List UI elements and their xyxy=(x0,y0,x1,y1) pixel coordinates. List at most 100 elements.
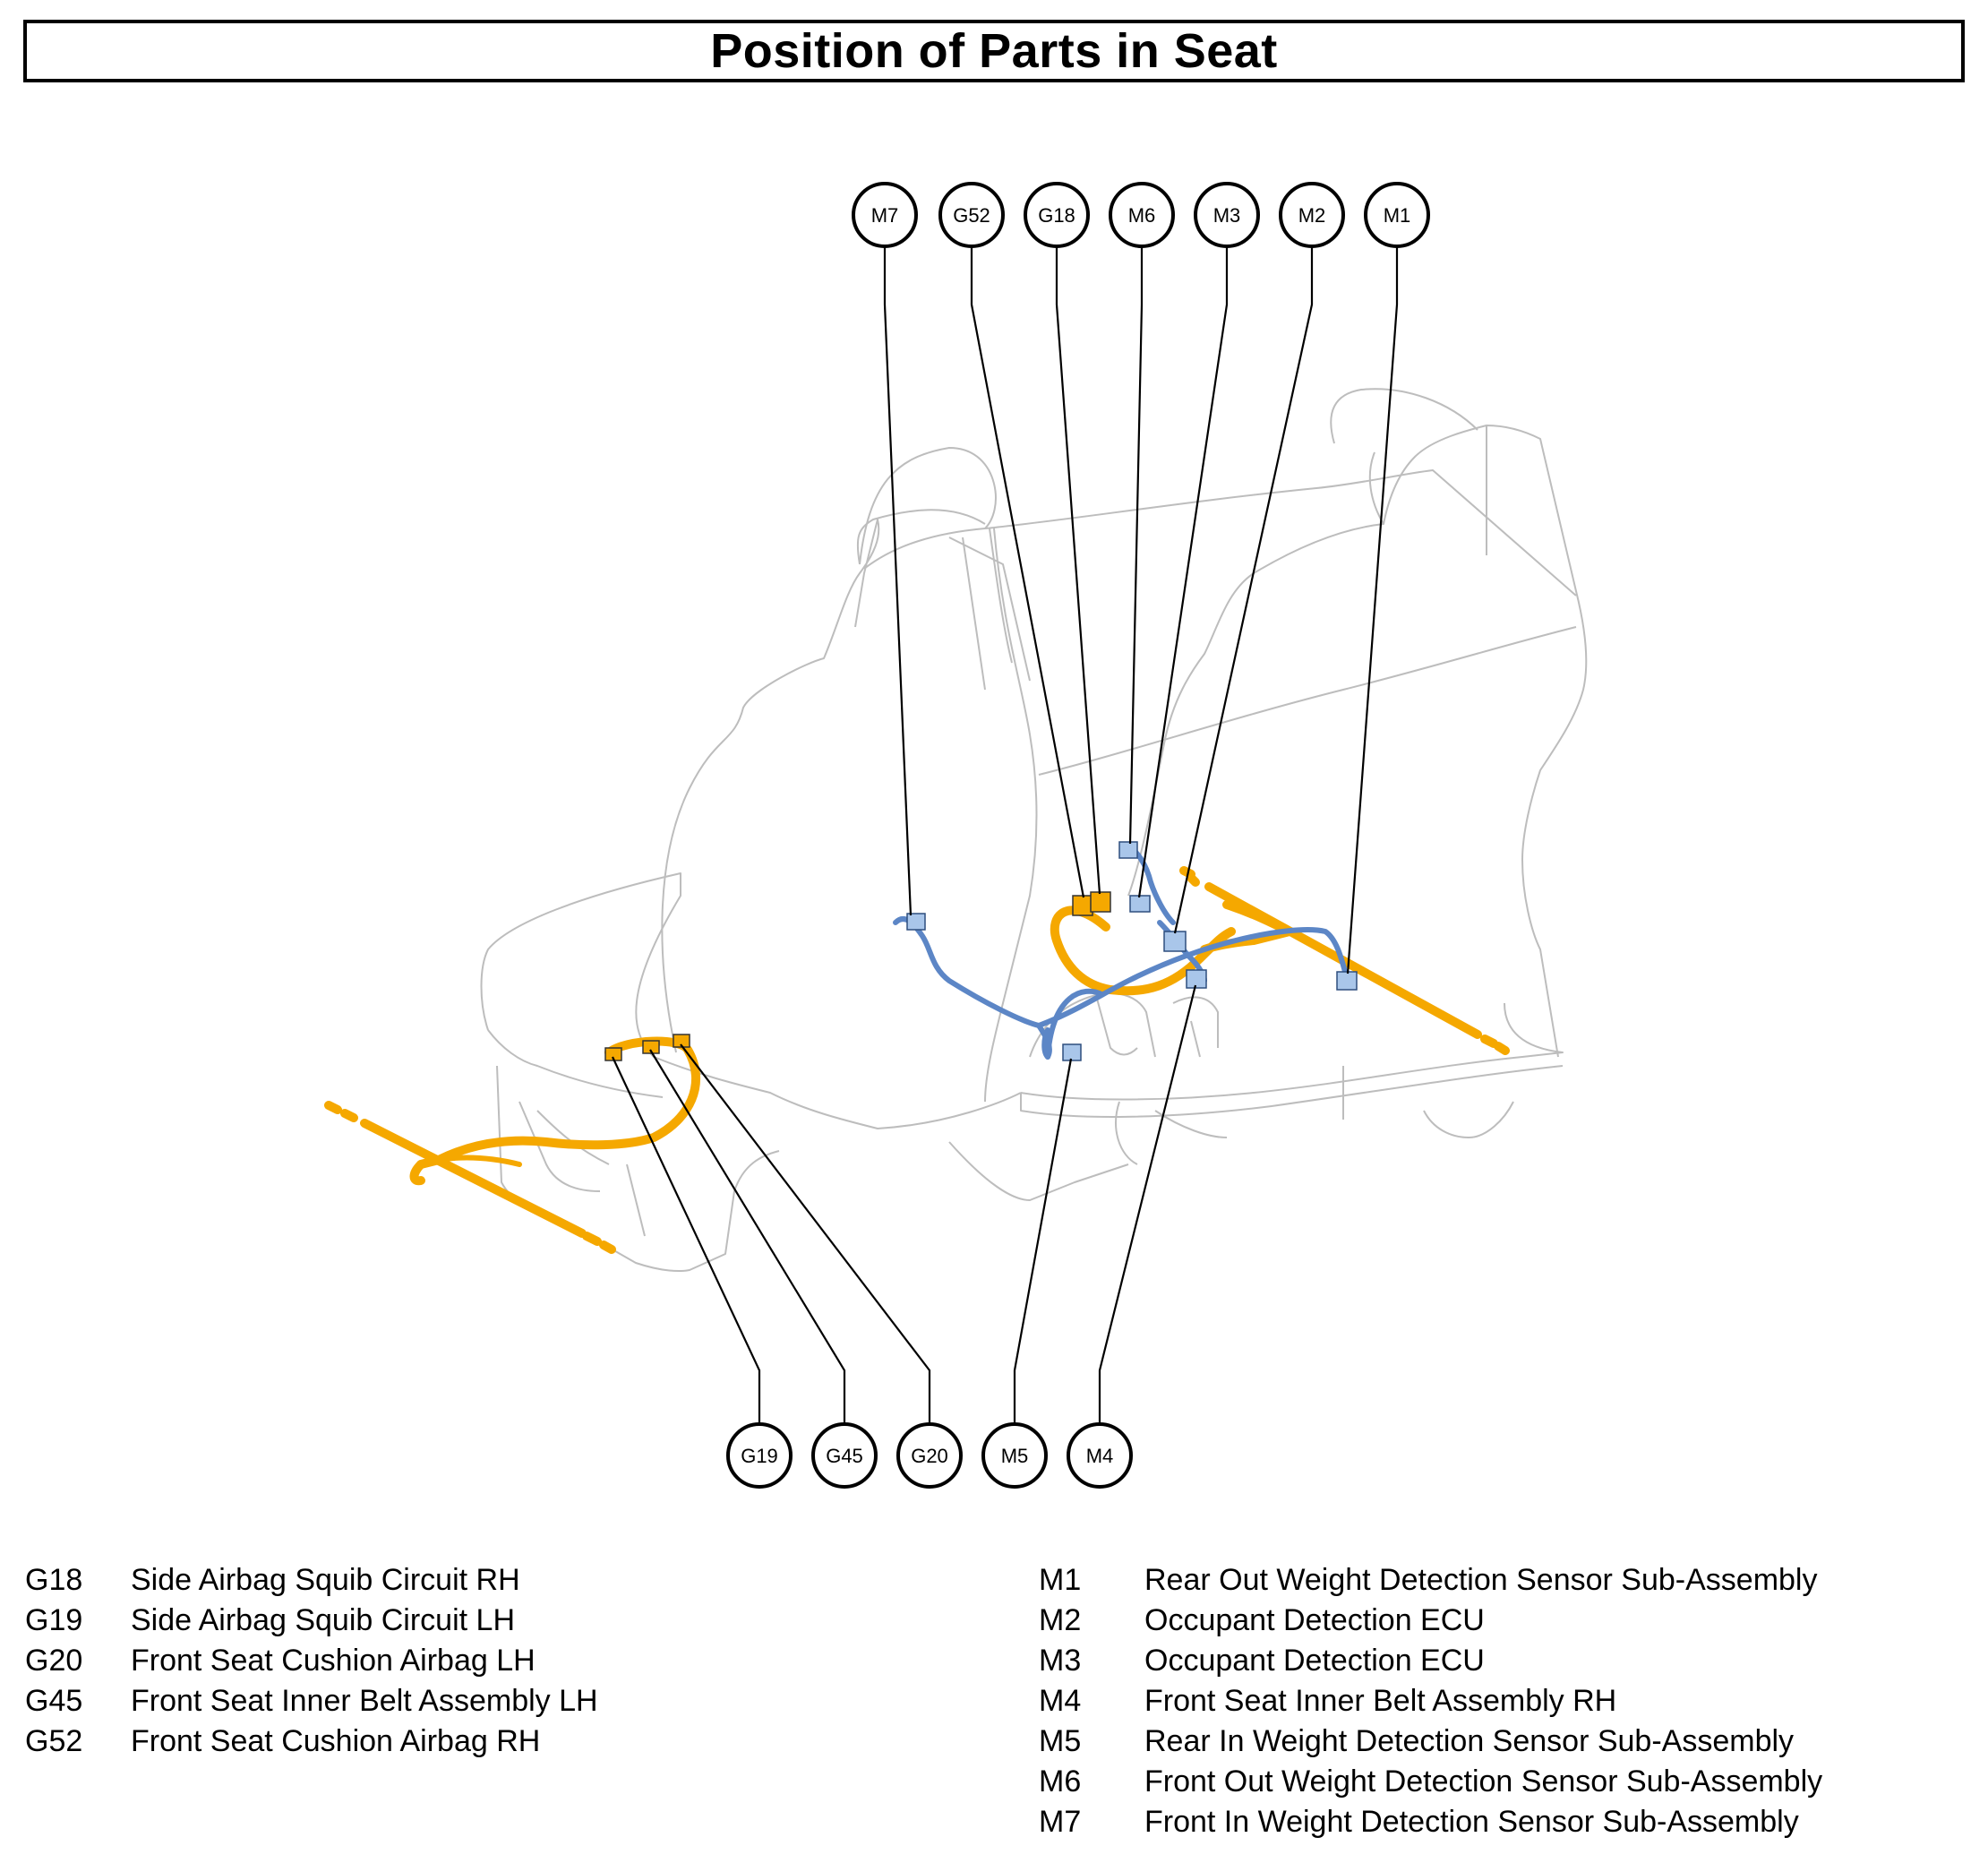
leader-g20 xyxy=(680,1043,931,1433)
legend-desc: Occupant Detection ECU xyxy=(1144,1644,1485,1678)
sensor-harness-main xyxy=(893,916,1350,1028)
legend-row: G52 Front Seat Cushion Airbag RH xyxy=(25,1721,598,1762)
seat-outlines xyxy=(480,388,1588,1272)
svg-text:M5: M5 xyxy=(1001,1445,1029,1467)
connector-m6 xyxy=(1118,841,1138,859)
callout-m4: M4 xyxy=(1067,1422,1133,1489)
legend-code: M5 xyxy=(1039,1724,1082,1758)
connector-m4 xyxy=(1186,969,1207,989)
svg-text:M7: M7 xyxy=(871,204,899,227)
callout-g45: G45 xyxy=(811,1422,878,1489)
svg-text:M4: M4 xyxy=(1086,1445,1114,1467)
svg-text:G19: G19 xyxy=(741,1445,778,1467)
legend-desc: Front Out Weight Detection Sensor Sub-As… xyxy=(1144,1764,1823,1799)
legend-desc: Front Seat Cushion Airbag RH xyxy=(131,1724,541,1758)
callout-m1: M1 xyxy=(1364,182,1430,248)
legend-row: G18 Side Airbag Squib Circuit RH xyxy=(25,1560,598,1601)
legend-code: G19 xyxy=(25,1603,83,1637)
legend-code: G45 xyxy=(25,1684,83,1718)
leader-m1 xyxy=(1346,235,1399,974)
connector-g18 xyxy=(1090,891,1111,913)
callout-m7: M7 xyxy=(852,182,918,248)
leader-g45 xyxy=(649,1049,846,1433)
callout-g20: G20 xyxy=(896,1422,963,1489)
svg-text:M1: M1 xyxy=(1384,204,1411,227)
legend-row: M2 Occupant Detection ECU xyxy=(1039,1601,1822,1641)
callout-g52: G52 xyxy=(938,182,1005,248)
left-seat-headrest xyxy=(856,509,1013,691)
leader-m5 xyxy=(1013,1058,1073,1433)
leader-g19 xyxy=(612,1056,761,1433)
center-area xyxy=(1029,992,1219,1058)
legend-row: M7 Front In Weight Detection Sensor Sub-… xyxy=(1039,1802,1822,1842)
legend-desc: Rear Out Weight Detection Sensor Sub-Ass… xyxy=(1144,1563,1818,1597)
leader-g18 xyxy=(1055,235,1101,895)
leader-m7 xyxy=(883,235,913,916)
connector-g52 xyxy=(1072,895,1093,916)
leader-m4 xyxy=(1098,984,1197,1433)
legend-code: M7 xyxy=(1039,1805,1082,1839)
leader-g52 xyxy=(970,235,1085,898)
legend-code: M1 xyxy=(1039,1563,1082,1597)
legend-row: M3 Occupant Detection ECU xyxy=(1039,1641,1822,1681)
legend-desc: Side Airbag Squib Circuit RH xyxy=(131,1563,520,1597)
connector-g45 xyxy=(642,1040,660,1054)
connector-m7 xyxy=(906,913,926,931)
connector-m3 xyxy=(1129,895,1151,913)
legend-code: G52 xyxy=(25,1724,83,1758)
leader-m6 xyxy=(1128,235,1144,845)
svg-text:G52: G52 xyxy=(953,204,990,227)
legend-left: G18 Side Airbag Squib Circuit RH G19 Sid… xyxy=(25,1560,598,1762)
harness-left-rail xyxy=(360,1119,587,1238)
connectors-blue xyxy=(906,841,1358,1061)
legend-desc: Front Seat Inner Belt Assembly RH xyxy=(1144,1684,1617,1718)
seat-diagram: M7 G52 G18 M6 M3 M2 M1 G19 xyxy=(324,182,1588,1489)
connector-m1 xyxy=(1336,971,1358,991)
legend-code: G18 xyxy=(25,1563,83,1597)
harness-right-rail xyxy=(1187,873,1482,1039)
leader-m3 xyxy=(1137,235,1229,898)
svg-text:G45: G45 xyxy=(826,1445,863,1467)
legend-code: M6 xyxy=(1039,1764,1082,1799)
svg-text:G18: G18 xyxy=(1038,204,1075,227)
callouts-top: M7 G52 G18 M6 M3 M2 M1 xyxy=(852,182,1430,248)
svg-text:M3: M3 xyxy=(1213,204,1241,227)
bench-base xyxy=(948,1066,1514,1201)
page-title: Position of Parts in Seat xyxy=(710,24,1278,78)
legend-code: M4 xyxy=(1039,1684,1082,1718)
bench-cushion xyxy=(1020,1002,1564,1118)
callout-m3: M3 xyxy=(1194,182,1260,248)
legend-desc: Front In Weight Detection Sensor Sub-Ass… xyxy=(1144,1805,1799,1839)
legend-code: G20 xyxy=(25,1644,83,1678)
legend-row: G45 Front Seat Inner Belt Assembly LH xyxy=(25,1681,598,1721)
right-seat-backrest xyxy=(1127,425,1588,1058)
bench-back xyxy=(984,469,1577,776)
legend-desc: Rear In Weight Detection Sensor Sub-Asse… xyxy=(1144,1724,1795,1758)
title-box: Position of Parts in Seat xyxy=(23,20,1965,82)
callout-m2: M2 xyxy=(1279,182,1345,248)
callout-m5: M5 xyxy=(981,1422,1048,1489)
legend-row: M5 Rear In Weight Detection Sensor Sub-A… xyxy=(1039,1721,1822,1762)
connector-m2 xyxy=(1163,931,1187,952)
leader-lines xyxy=(612,235,1399,1433)
left-seat-cushion xyxy=(480,872,1022,1129)
callout-m6: M6 xyxy=(1109,182,1175,248)
connectors-orange xyxy=(604,891,1111,1061)
callouts-bottom: G19 G45 G20 M5 M4 xyxy=(726,1422,1133,1489)
callout-g18: G18 xyxy=(1024,182,1090,248)
callout-g19: G19 xyxy=(726,1422,793,1489)
legend-code: M2 xyxy=(1039,1603,1082,1637)
sensor-harness xyxy=(893,844,1350,1060)
harness-left-branch xyxy=(418,1155,522,1167)
legend-row: M4 Front Seat Inner Belt Assembly RH xyxy=(1039,1681,1822,1721)
leader-m2 xyxy=(1173,235,1314,934)
svg-text:M6: M6 xyxy=(1128,204,1156,227)
left-seat-backrest xyxy=(661,447,1038,1103)
legend-right: M1 Rear Out Weight Detection Sensor Sub-… xyxy=(1039,1560,1822,1842)
legend-row: G19 Side Airbag Squib Circuit LH xyxy=(25,1601,598,1641)
left-seat-base xyxy=(496,1065,780,1272)
legend-desc: Front Seat Inner Belt Assembly LH xyxy=(131,1684,598,1718)
connector-m5 xyxy=(1062,1043,1082,1061)
legend-desc: Front Seat Cushion Airbag LH xyxy=(131,1644,536,1678)
legend-code: M3 xyxy=(1039,1644,1082,1678)
